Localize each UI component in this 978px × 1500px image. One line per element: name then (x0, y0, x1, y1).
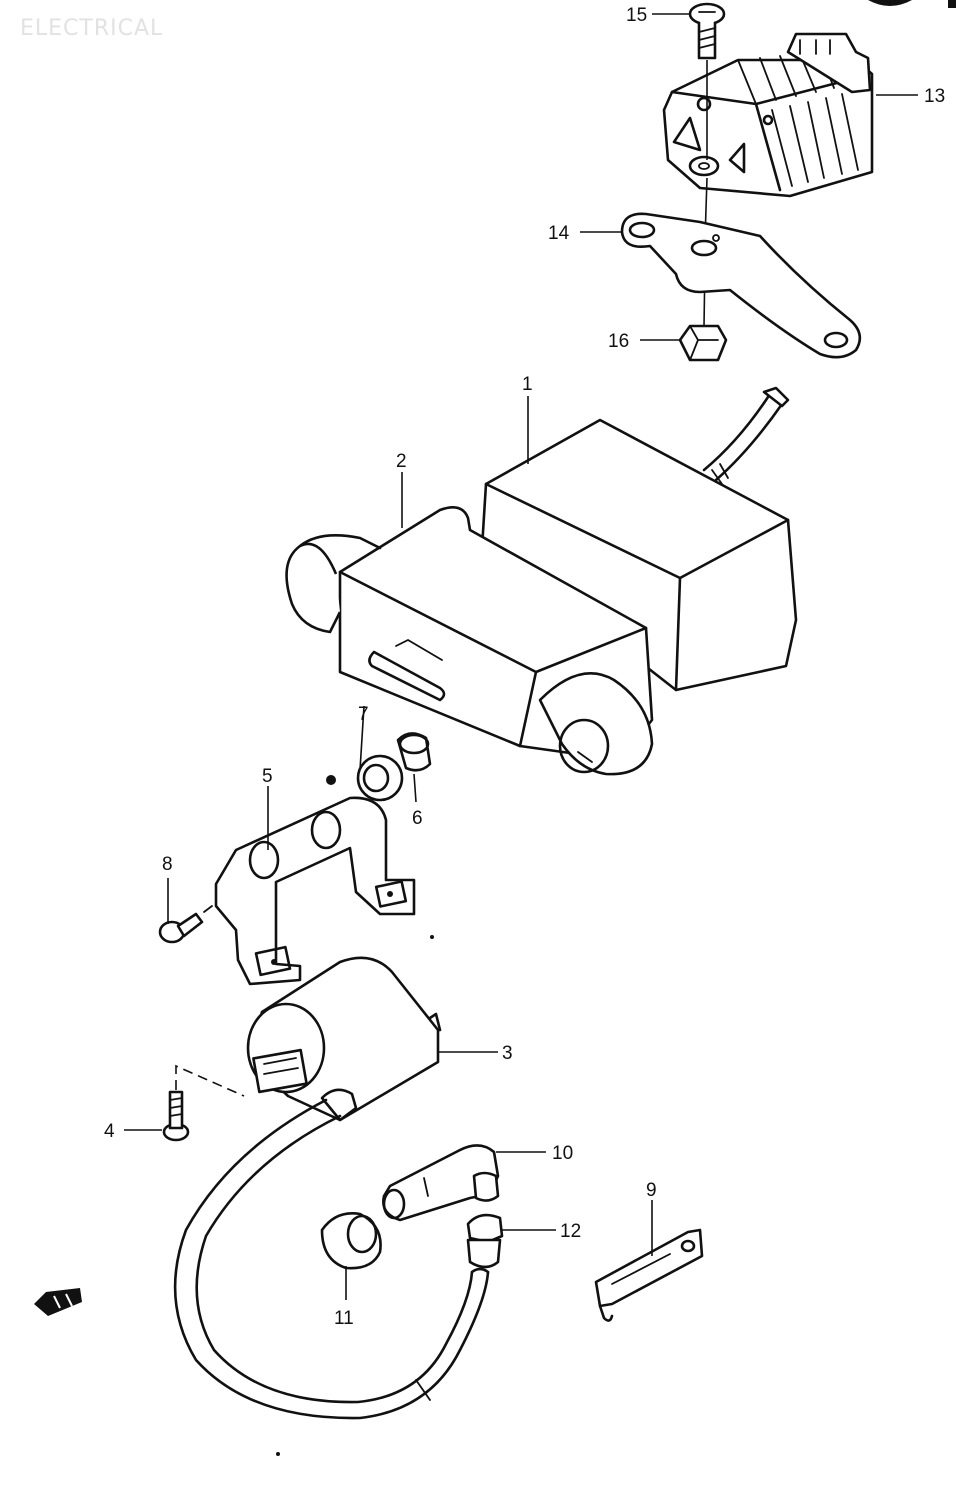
clamp-9 (594, 1228, 704, 1322)
bracket-14 (620, 212, 862, 359)
ignitor-2 (285, 506, 654, 776)
screw-15 (688, 2, 726, 60)
terminal-12 (466, 1213, 504, 1269)
callout-14: 14 (548, 223, 570, 244)
collar-6 (396, 732, 432, 772)
callout-8: 8 (162, 854, 173, 875)
callout-10: 10 (552, 1143, 573, 1164)
stray-dot (276, 1452, 280, 1456)
callout-labels: 15 13 14 16 1 2 7 6 5 8 3 4 10 12 11 9 (104, 5, 945, 1329)
callout-3: 3 (502, 1043, 513, 1064)
damper-7 (326, 754, 404, 802)
callout-1: 1 (522, 374, 533, 395)
callout-9: 9 (646, 1180, 657, 1201)
regulator-13 (662, 32, 874, 198)
corner-mark (868, 0, 956, 8)
callout-11: 11 (334, 1308, 354, 1329)
plug-cap-10 (382, 1144, 500, 1222)
callout-4: 4 (104, 1121, 115, 1142)
nut-16 (678, 324, 728, 362)
callout-2: 2 (396, 451, 407, 472)
bolt-8 (158, 905, 213, 944)
callout-13: 13 (924, 86, 945, 107)
ignition-coil-3 (246, 956, 442, 1122)
section-title: ELECTRICAL (20, 16, 164, 41)
mount-bracket-5 (214, 796, 434, 986)
bolt-4 (162, 1064, 245, 1142)
callout-16: 16 (608, 331, 629, 352)
leader-lines (124, 13, 918, 1300)
callout-6: 6 (412, 808, 423, 829)
callout-5: 5 (262, 766, 273, 787)
callout-7: 7 (358, 704, 369, 725)
seal-11 (320, 1212, 382, 1270)
callout-15: 15 (626, 5, 647, 26)
front-arrow-icon (34, 1288, 82, 1316)
high-tension-lead (173, 1098, 490, 1420)
callout-12: 12 (560, 1221, 581, 1242)
